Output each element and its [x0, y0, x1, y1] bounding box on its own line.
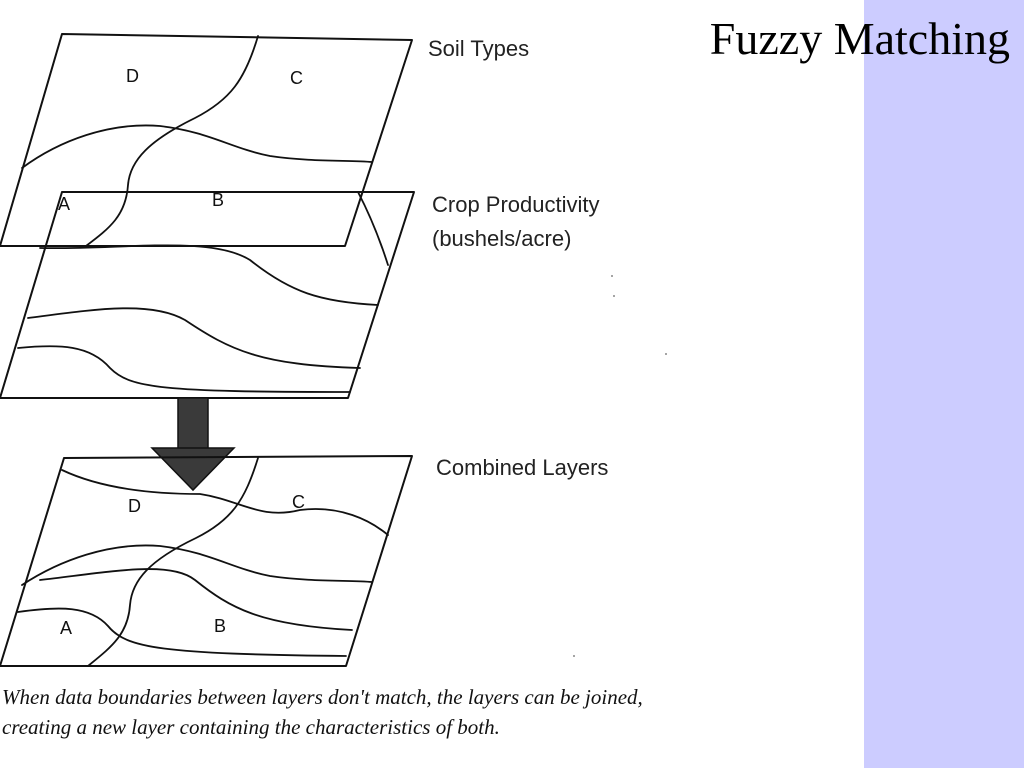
soil-region-c: C	[290, 68, 303, 88]
combined-region-a: A	[60, 618, 72, 638]
soil-layer-outline	[0, 33, 413, 247]
combined-layers-label: Combined Layers	[436, 455, 608, 480]
speck	[665, 353, 667, 355]
combined-region-b: B	[214, 616, 226, 636]
combined-region-d: D	[128, 496, 141, 516]
caption-line-2: creating a new layer containing the char…	[2, 715, 500, 739]
crop-boundary-3	[27, 307, 361, 369]
crop-layer-outline	[0, 191, 415, 399]
slide-title: Fuzzy Matching	[709, 13, 1010, 64]
soil-region-a: A	[58, 194, 70, 214]
soil-region-d: D	[126, 66, 139, 86]
speck	[613, 295, 615, 297]
caption-line-1: When data boundaries between layers don'…	[2, 685, 643, 709]
speck	[573, 655, 575, 657]
crop-boundary-1	[357, 191, 389, 266]
soil-types-label: Soil Types	[428, 36, 529, 61]
soil-boundary-2	[21, 124, 373, 169]
combined-boundary-soil-1	[87, 457, 259, 667]
combined-region-c: C	[292, 492, 305, 512]
combined-boundary-soil-2	[21, 544, 373, 586]
crop-boundary-4	[17, 345, 351, 393]
soil-region-b: B	[212, 190, 224, 210]
layer-overlay-diagram: D C A B D C A B Soil Types Crop Producti…	[0, 33, 667, 667]
speck	[611, 275, 613, 277]
combined-boundary-crop-2	[39, 568, 353, 631]
combined-layer: D C A B	[0, 455, 413, 667]
combined-layer-outline	[0, 455, 413, 667]
crop-productivity-units-label: (bushels/acre)	[432, 226, 571, 251]
figure-caption: When data boundaries between layers don'…	[2, 682, 864, 742]
side-panel	[864, 0, 1024, 768]
combined-boundary-crop-3	[17, 607, 347, 657]
soil-boundary-1	[85, 35, 259, 247]
soil-types-layer: D C A B	[0, 33, 413, 247]
crop-productivity-label: Crop Productivity	[432, 192, 600, 217]
down-arrow-icon	[150, 397, 236, 492]
combined-boundary-crop-1	[61, 469, 389, 536]
crop-boundary-2	[39, 244, 379, 306]
